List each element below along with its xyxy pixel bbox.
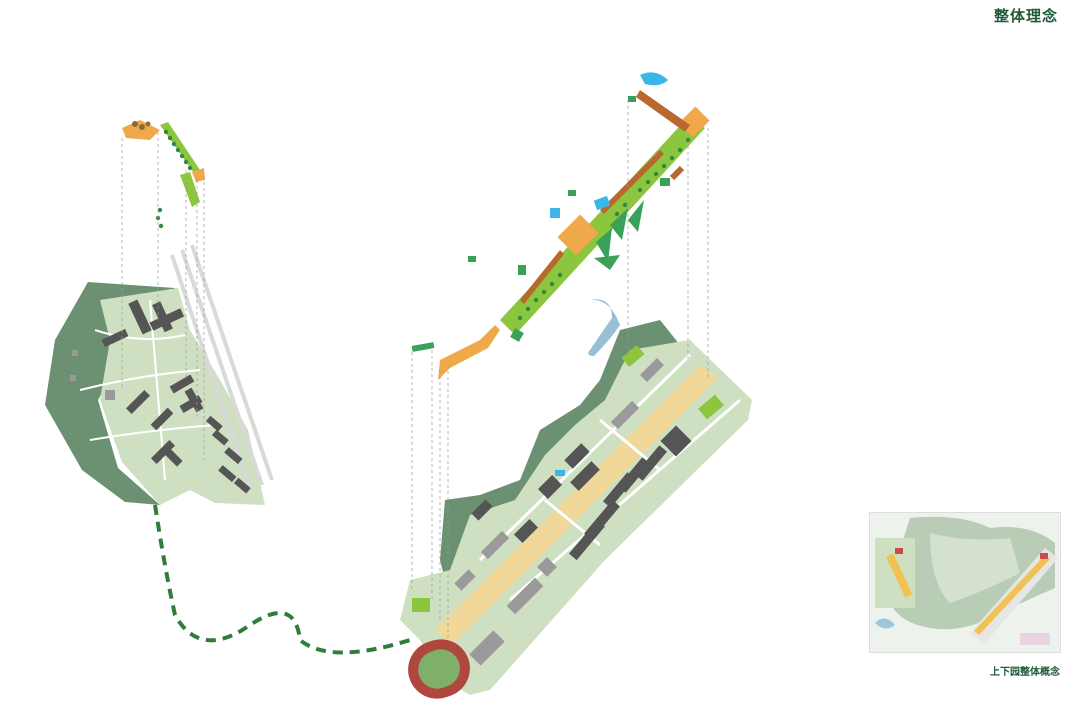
- lower-green-bar: [411, 342, 435, 352]
- right-exploded-layer: [411, 72, 710, 380]
- campus-pond: [588, 299, 620, 356]
- left-plaza-rocks: [132, 121, 151, 130]
- left-green-small: [180, 172, 200, 207]
- green-triangles: [468, 96, 670, 342]
- left-minor-buildings: [70, 350, 115, 400]
- central-axis: [435, 365, 718, 645]
- inset-forest-light: [930, 533, 1020, 603]
- inset-legend: [1020, 633, 1050, 645]
- left-trees: [155, 129, 193, 229]
- small-water: [555, 470, 565, 476]
- inset-water: [875, 618, 895, 629]
- lower-orange-path: [438, 325, 500, 380]
- right-green-patches: [412, 344, 724, 612]
- inset-left-axis: [886, 553, 913, 598]
- connection-path: [153, 504, 411, 655]
- inset-map: [870, 513, 1060, 652]
- green-corridor: [500, 115, 705, 335]
- inset-thumbnail: [869, 512, 1061, 653]
- inset-caption: 上下园整体概念: [990, 667, 1060, 678]
- brown-boardwalk: [520, 90, 690, 304]
- left-campus: [45, 244, 274, 505]
- inset-red-marker-2: [1040, 553, 1048, 559]
- exploded-water: [550, 72, 668, 218]
- inset-red-marker-1: [895, 548, 903, 554]
- right-projection-lines: [411, 100, 709, 640]
- right-buildings-dark: [471, 425, 692, 561]
- running-track: [408, 639, 470, 699]
- left-buildings: [101, 299, 251, 494]
- left-exploded-layer: [122, 120, 205, 229]
- right-campus: [400, 299, 752, 699]
- right-buildings-light: [454, 357, 665, 666]
- left-orange-small: [192, 168, 205, 182]
- left-site-ground: [100, 288, 265, 505]
- inset-right-axis: [974, 555, 1050, 635]
- corridor-trees: [517, 137, 691, 321]
- central-plaza: [557, 214, 599, 256]
- left-projection-lines: [121, 132, 205, 460]
- left-plaza-orange: [122, 120, 160, 140]
- page-title: 整体理念: [993, 7, 1058, 25]
- railway-lines: [170, 244, 274, 491]
- left-green-corridor: [160, 122, 200, 176]
